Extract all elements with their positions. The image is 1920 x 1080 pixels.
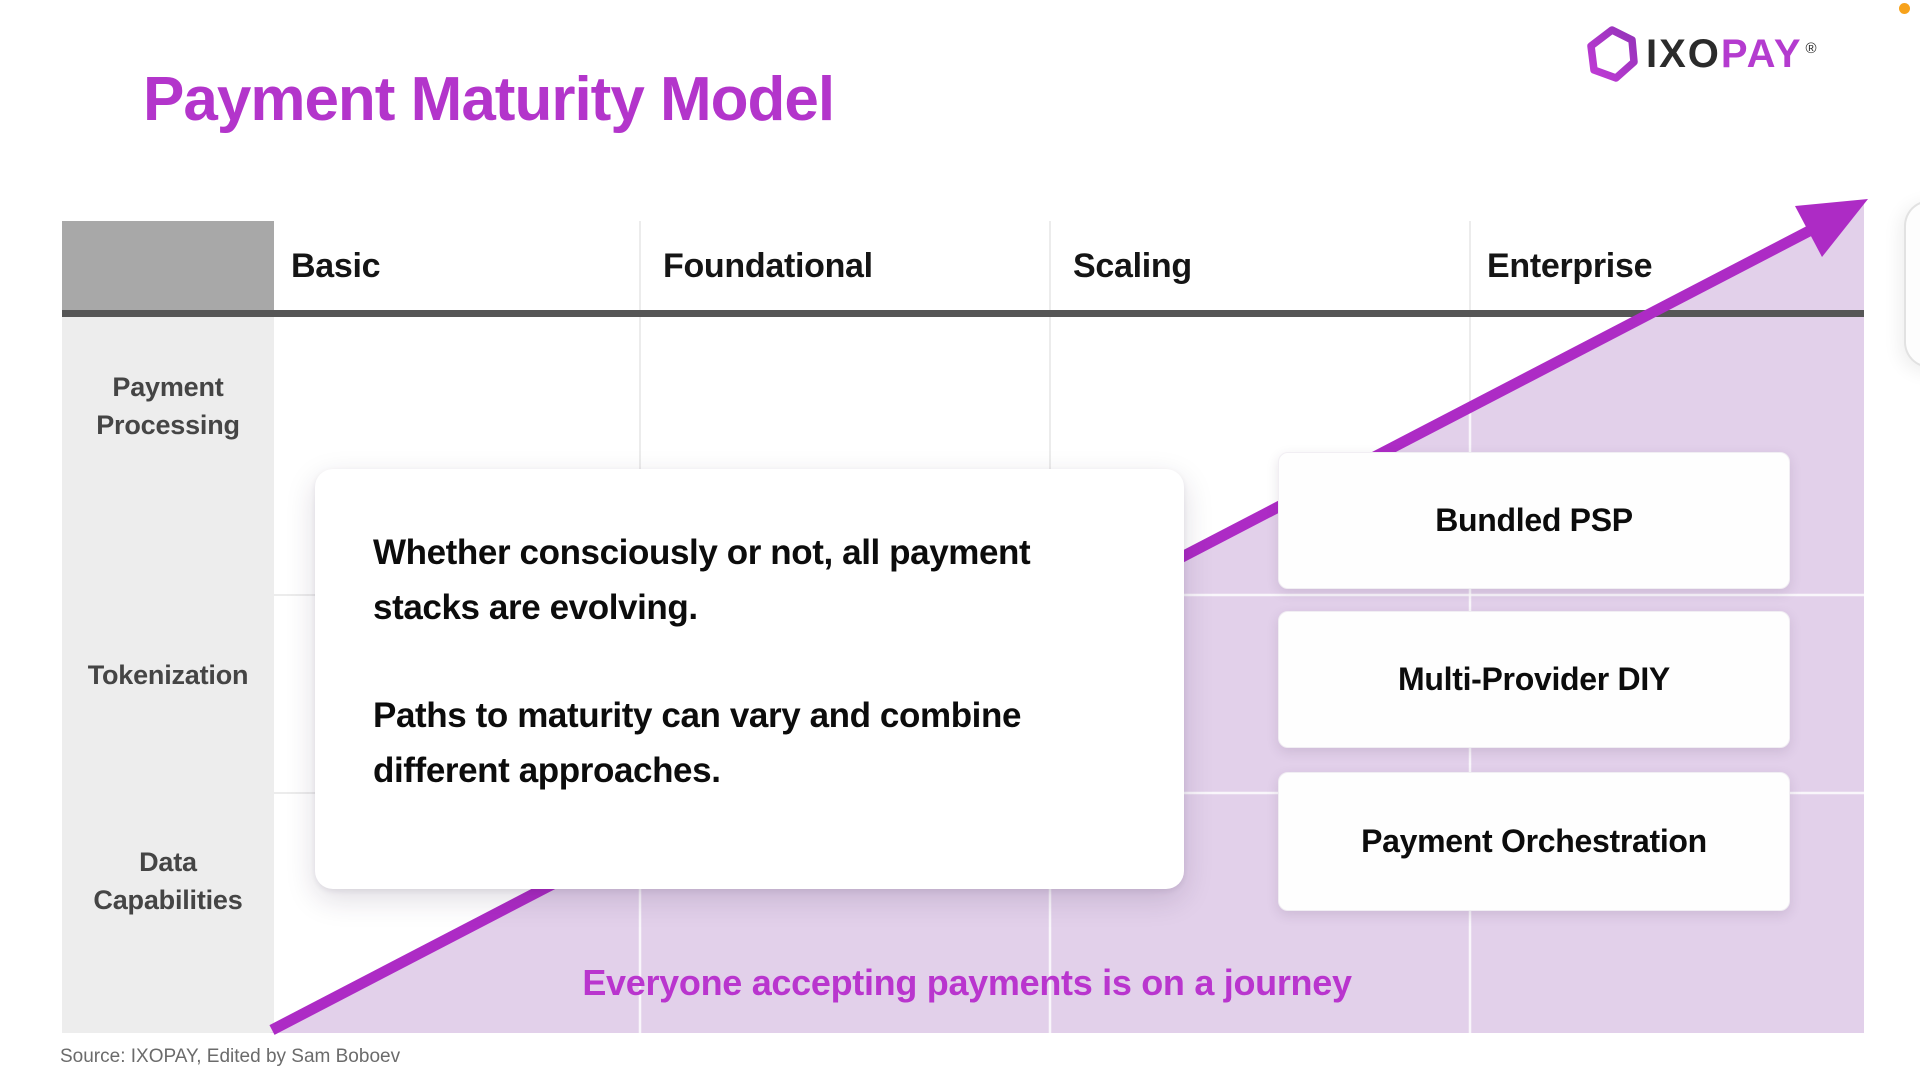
record-dot-icon [1899, 3, 1910, 14]
callout-paragraph-2: Paths to maturity can vary and combine d… [373, 696, 1022, 790]
registered-mark: ® [1805, 39, 1819, 57]
ixopay-logo: IXOPAY® [1586, 26, 1819, 82]
journey-caption: Everyone accepting payments is on a jour… [582, 962, 1352, 1003]
logo-ixo-text: IXO [1646, 31, 1721, 76]
column-header-scaling: Scaling [1073, 247, 1192, 285]
page-title: Payment Maturity Model [143, 65, 835, 134]
header-divider [62, 310, 1864, 317]
row-label-data-capabilities: Data Capabilities [93, 847, 243, 915]
card-bundled-psp: Bundled PSP [1278, 452, 1790, 589]
column-header-foundational: Foundational [663, 247, 873, 285]
row-label-column [62, 313, 274, 1033]
column-header-enterprise: Enterprise [1487, 247, 1653, 285]
card-multi-provider-diy: Multi-Provider DIY [1278, 611, 1790, 748]
callout-paragraph-1: Whether consciously or not, all payment … [373, 533, 1031, 627]
table-corner-cell [62, 221, 274, 313]
card-payment-orchestration: Payment Orchestration [1278, 772, 1790, 911]
logo-wordmark: IXOPAY® [1646, 31, 1819, 77]
row-label-payment-processing: Payment Processing [96, 372, 240, 440]
row-label-tokenization: Tokenization [87, 660, 249, 690]
edge-floating-widget[interactable] [1904, 200, 1920, 368]
hexagon-icon [1587, 26, 1638, 82]
logo-pay-text: PAY [1720, 31, 1803, 76]
growth-arrow-head [1795, 199, 1868, 257]
column-header-basic: Basic [291, 247, 381, 285]
callout-card: Whether consciously or not, all payment … [315, 469, 1184, 889]
source-attribution: Source: IXOPAY, Edited by Sam Boboev [60, 1046, 401, 1067]
